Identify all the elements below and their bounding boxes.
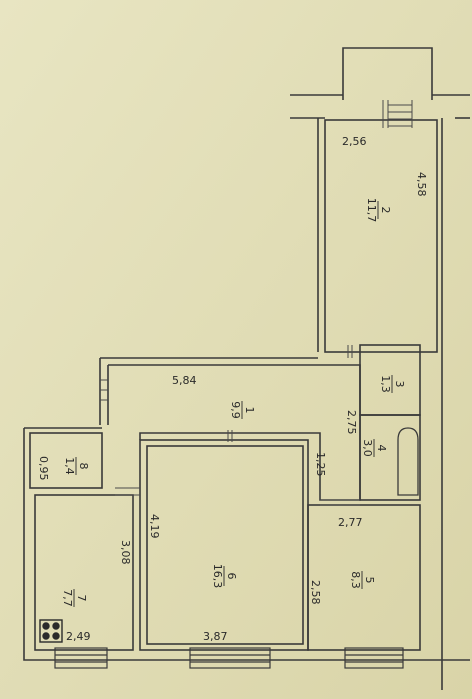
wall-accents	[100, 100, 413, 506]
dim-hall-small: 1,25	[314, 452, 327, 477]
dim-room5-width: 2,77	[338, 516, 363, 529]
dim-room2-length: 4,58	[415, 172, 428, 197]
room-1-label: 1 9,9	[229, 401, 256, 419]
dim-room2-width: 2,56	[342, 135, 367, 148]
dim-room5-depth: 2,58	[309, 580, 322, 605]
room-6-label: 6 16,3	[211, 564, 238, 589]
dim-hall-length: 5,84	[172, 374, 197, 387]
room-7-area: 7,7	[61, 589, 74, 607]
room-labels: 2 11,7 1 9,9 3 1,3 4 3,0 8 1,4 6 16,3	[61, 198, 406, 607]
room-4-area: 3,0	[361, 439, 374, 457]
room-4-label: 4 3,0	[361, 439, 388, 457]
windows	[54, 647, 404, 669]
room-1-area: 9,9	[229, 401, 242, 419]
room-3-label: 3 1,3	[379, 375, 406, 393]
walls	[23, 47, 470, 690]
stove-icon	[39, 619, 63, 643]
room-6-number: 6	[225, 573, 238, 580]
dim-room6-width: 3,87	[203, 630, 228, 643]
dim-room7-width: 2,49	[66, 630, 91, 643]
room-5-label: 5 8,3	[349, 571, 376, 589]
dim-room6-depth: 4,19	[148, 514, 161, 539]
room-2-number: 2	[379, 207, 392, 214]
room-8-number: 8	[77, 463, 90, 470]
dim-room8-size: 0,95	[37, 456, 50, 481]
room-7-number: 7	[75, 595, 88, 602]
room-6-area: 16,3	[211, 564, 224, 589]
room-4-number: 4	[375, 445, 388, 452]
room-2-label: 2 11,7	[365, 198, 392, 223]
room-5-number: 5	[363, 577, 376, 584]
room-7-label: 7 7,7	[61, 589, 88, 607]
room-3-number: 3	[393, 381, 406, 388]
dim-room7-depth: 3,08	[119, 540, 132, 565]
room-3-area: 1,3	[379, 375, 392, 393]
bathtub-icon	[397, 427, 419, 496]
room-1-number: 1	[243, 407, 256, 414]
room-2-area: 11,7	[365, 198, 378, 223]
dim-hall-width: 2,75	[345, 410, 358, 435]
room-8-area: 1,4	[63, 457, 76, 475]
room-5-area: 8,3	[349, 571, 362, 589]
room-8-label: 8 1,4	[63, 457, 90, 475]
